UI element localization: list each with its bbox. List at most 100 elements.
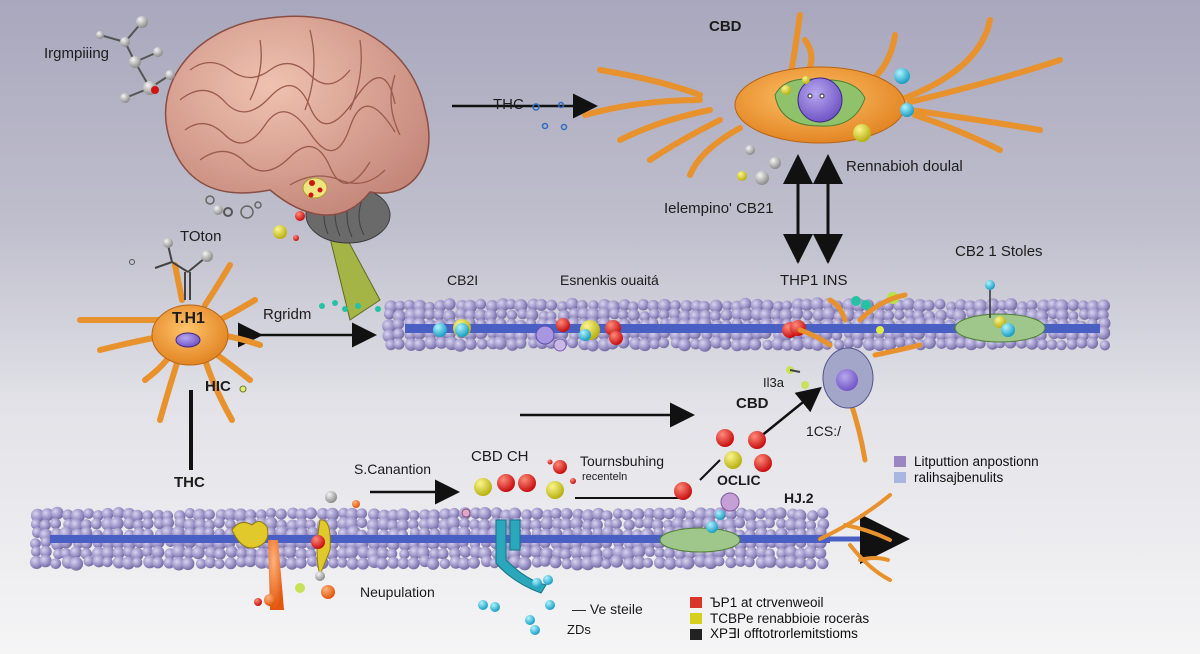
membrane-bead xyxy=(101,507,114,520)
membrane-bead xyxy=(852,338,863,349)
membrane-bead xyxy=(559,518,573,531)
brainstem xyxy=(329,234,381,321)
membrane-bead xyxy=(834,339,845,350)
membrane-bead xyxy=(519,545,533,559)
membrane-bead xyxy=(800,298,813,311)
membrane-bead xyxy=(244,555,257,568)
membrane-bead xyxy=(557,301,568,312)
membrane-bead xyxy=(805,558,817,570)
membrane-bead xyxy=(755,508,766,519)
membrane-bead xyxy=(328,557,339,569)
label-rgridm: Rgridm xyxy=(263,306,312,323)
membrane-bead xyxy=(465,338,477,350)
membrane-bead xyxy=(597,307,611,321)
membrane-bead xyxy=(172,544,186,559)
membrane-bead xyxy=(627,301,639,313)
membrane-bead xyxy=(770,309,782,321)
membrane-bead xyxy=(475,298,487,310)
membrane-bead xyxy=(776,547,788,559)
membrane-bead xyxy=(1066,338,1078,350)
membrane-bead xyxy=(519,518,533,531)
membrane-bead xyxy=(151,546,165,559)
membrane-bead xyxy=(539,555,551,567)
membrane-bead xyxy=(609,308,621,320)
membrane-bead xyxy=(627,309,640,322)
membrane-bead xyxy=(69,546,82,559)
label-ielempino: Ielempino' CB21 xyxy=(664,200,774,217)
membrane-bead xyxy=(1078,308,1090,320)
membrane-bead xyxy=(714,556,725,567)
membrane-bead xyxy=(722,300,733,311)
membrane-bead xyxy=(649,308,660,320)
membrane-bead xyxy=(572,508,584,520)
membrane-bead xyxy=(618,299,631,311)
legend-swatch xyxy=(690,596,702,608)
label-neuron-t-h1: T.H1 xyxy=(172,310,205,327)
membrane-bead xyxy=(632,556,646,570)
membrane-bead xyxy=(669,300,681,311)
membrane-bead xyxy=(382,319,396,333)
membrane-bead xyxy=(435,337,448,349)
membrane-bead xyxy=(515,337,527,349)
membrane-bead xyxy=(579,545,594,559)
membrane-bead xyxy=(455,307,468,320)
membrane-bead xyxy=(468,519,481,531)
membrane-bead xyxy=(427,557,440,570)
membrane-bead xyxy=(632,545,646,559)
membrane-bead xyxy=(631,508,645,521)
membrane-bead xyxy=(463,299,477,314)
membrane-bead xyxy=(429,548,441,560)
membrane-bead xyxy=(356,508,368,519)
membrane-bead xyxy=(774,507,787,520)
membrane-bead xyxy=(784,555,798,569)
membrane-bead xyxy=(337,557,348,568)
membrane-bead xyxy=(413,307,427,321)
membrane-bead xyxy=(901,297,915,311)
membrane-bead xyxy=(540,516,554,531)
membrane-bead xyxy=(545,299,558,311)
membrane-bead xyxy=(794,518,807,532)
membrane-bead xyxy=(763,554,777,568)
membrane-bead xyxy=(549,556,562,569)
membrane-bead xyxy=(396,508,410,522)
legend-swatch xyxy=(690,628,702,640)
membrane-bead xyxy=(791,307,804,320)
membrane-bead xyxy=(41,508,54,522)
membrane-bead xyxy=(223,508,237,522)
label-cbd-top: CBD xyxy=(709,18,742,35)
membrane-bead xyxy=(376,557,389,570)
membrane-bead xyxy=(112,546,125,560)
membrane-bead xyxy=(1046,339,1058,350)
membrane-bead xyxy=(387,519,399,532)
membrane-bead xyxy=(531,507,544,520)
membrane-bead xyxy=(621,547,635,561)
membrane-bead xyxy=(317,507,329,520)
membrane-bead xyxy=(771,337,785,351)
membrane-bead xyxy=(720,309,733,321)
membrane-bead xyxy=(601,558,612,570)
membrane-bead xyxy=(791,298,805,311)
membrane-bead xyxy=(1096,326,1111,340)
membrane-bead xyxy=(459,545,472,558)
legend-item: XP∃I offtotrorlemitstioms xyxy=(690,626,869,642)
axon-terminal xyxy=(818,493,892,582)
membrane-bead xyxy=(424,336,438,350)
membrane-bead xyxy=(807,510,819,522)
membrane-bead xyxy=(505,298,517,310)
brain-gyri xyxy=(179,29,401,186)
membrane-bead xyxy=(39,554,52,568)
membrane-bead xyxy=(639,311,650,322)
membrane-bead xyxy=(344,545,358,560)
molecule-cluster xyxy=(205,195,305,241)
membrane-bead xyxy=(795,557,807,569)
membrane-bead xyxy=(506,309,518,321)
membrane-bead xyxy=(863,337,876,351)
membrane-bead xyxy=(725,547,736,558)
membrane-bead xyxy=(457,557,471,570)
membrane-bead xyxy=(307,555,319,567)
membrane-bead xyxy=(439,558,451,570)
membrane-bead xyxy=(843,337,855,349)
membrane-bead xyxy=(433,309,446,321)
membrane-bead xyxy=(407,518,419,530)
membrane-bead xyxy=(1025,337,1039,350)
